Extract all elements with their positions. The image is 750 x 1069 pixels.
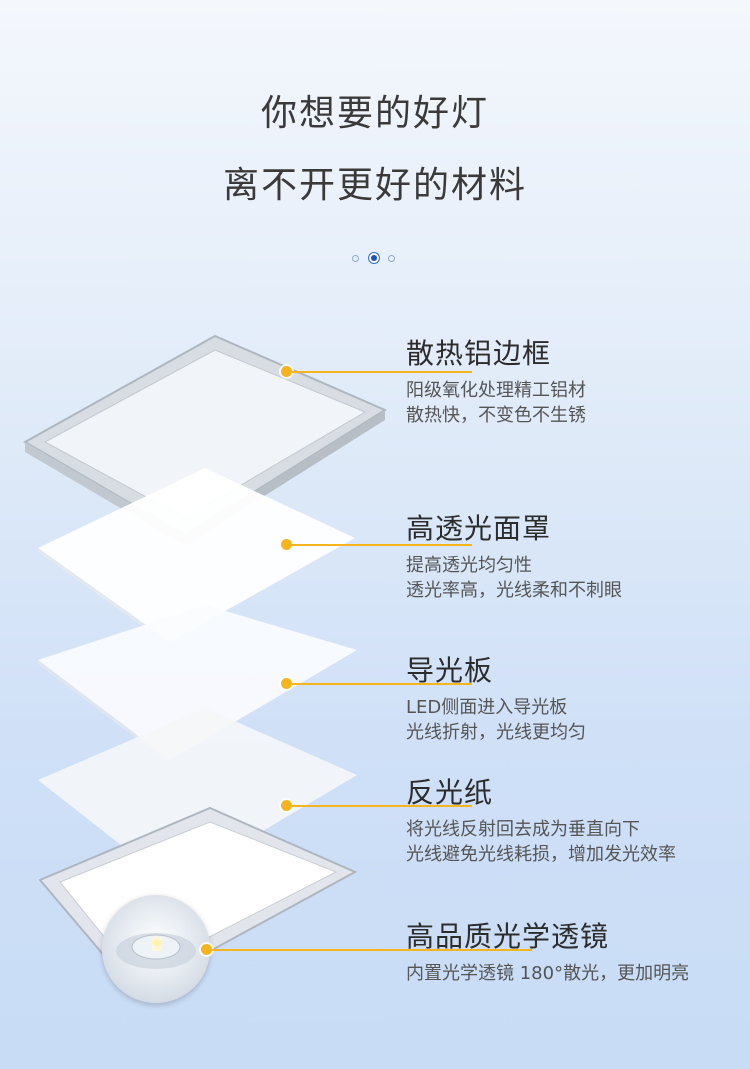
callout-leader-light-guide — [292, 683, 472, 685]
aluminum-frame-layer — [22, 334, 388, 546]
component-diffuser: 高透光面罩 提高透光均匀性 透光率高，光线柔和不刺眼 — [406, 507, 622, 603]
component-desc-line: LED侧面进入导光板 — [406, 697, 568, 718]
component-desc-line: 提高透光均匀性 — [406, 555, 532, 576]
diffuser-layer — [38, 468, 355, 646]
callout-leader-lens — [212, 949, 532, 951]
callout-marker-reflector — [281, 800, 292, 811]
component-desc-line: 透光率高，光线柔和不刺眼 — [406, 580, 622, 601]
carousel-pagination — [350, 252, 400, 264]
component-desc-line: 阳级氧化处理精工铝材 — [406, 380, 586, 401]
callout-marker-diffuser — [281, 539, 292, 550]
component-desc-line: 光线折射，光线更均匀 — [406, 722, 586, 743]
component-title: 反光纸 — [406, 776, 494, 809]
component-desc-line: 光线避免光线耗损，增加发光效率 — [406, 844, 676, 865]
component-lens: 高品质光学透镜 内置光学透镜 180°散光，更加明亮 — [406, 915, 689, 986]
callout-leader-reflector — [292, 805, 472, 807]
component-title: 导光板 — [406, 654, 494, 687]
pagination-dot-active[interactable] — [368, 252, 380, 264]
reflector-layer — [38, 708, 357, 885]
callout-marker-lens — [201, 944, 212, 955]
pagination-dot[interactable] — [352, 255, 359, 262]
component-desc-line: 内置光学透镜 180°散光，更加明亮 — [406, 963, 690, 984]
pagination-dot[interactable] — [388, 255, 395, 262]
component-title: 高透光面罩 — [406, 512, 552, 545]
component-frame: 散热铝边框 阳级氧化处理精工铝材 散热快，不变色不生锈 — [406, 332, 586, 428]
callout-leader-frame — [292, 371, 472, 373]
headline-line-1: 你想要的好灯 — [260, 93, 489, 134]
headline-line-2: 离不开更好的材料 — [222, 165, 527, 206]
component-title: 高品质光学透镜 — [406, 920, 610, 953]
callout-marker-light-guide — [281, 678, 292, 689]
optical-lens-closeup — [102, 895, 210, 1003]
component-title: 散热铝边框 — [406, 337, 552, 370]
component-desc-line: 将光线反射回去成为垂直向下 — [406, 819, 640, 840]
callout-leader-diffuser — [292, 544, 472, 546]
component-light-guide: 导光板 LED侧面进入导光板 光线折射，光线更均匀 — [406, 649, 586, 745]
component-reflector: 反光纸 将光线反射回去成为垂直向下 光线避免光线耗损，增加发光效率 — [406, 771, 676, 867]
callout-marker-frame — [281, 366, 292, 377]
component-desc-line: 散热快，不变色不生锈 — [406, 405, 586, 426]
